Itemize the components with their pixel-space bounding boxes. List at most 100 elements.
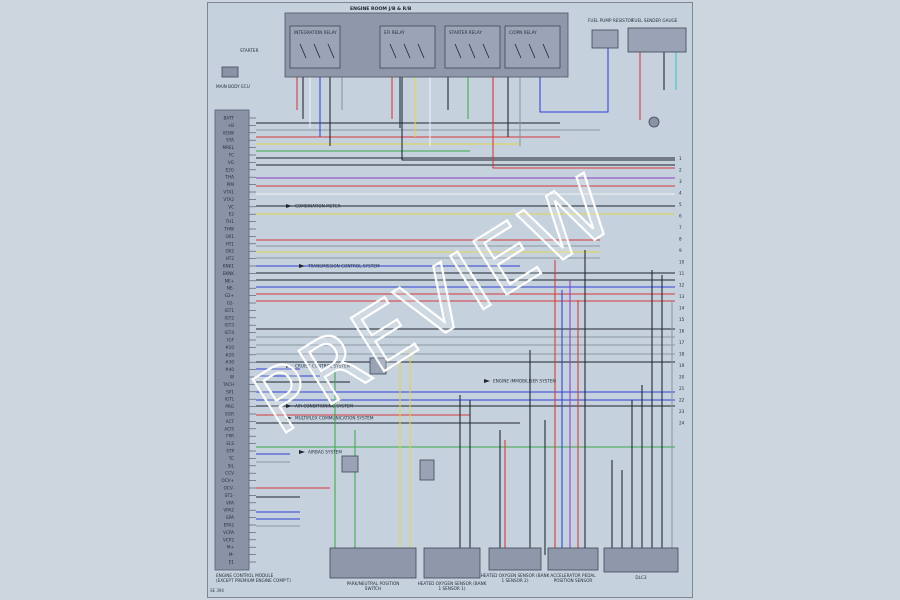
terminal-number: 1	[679, 156, 682, 161]
fuel-pump-label: FUEL PUMP RESISTOR	[588, 18, 634, 23]
ecm-pin-label: E2G	[225, 167, 234, 172]
bottom-component-label: HEATED OXYGEN SENSOR (BANK	[481, 573, 550, 578]
terminal-number: 16	[679, 329, 685, 334]
ecm-pin-label: KNK1	[223, 264, 235, 269]
ecm-pin-label: OCV+	[221, 478, 234, 483]
ecm-pin-label: VTA1	[223, 190, 234, 195]
ecm-pin-label: OX2	[225, 249, 234, 254]
ecm-pin-label: #10	[225, 345, 234, 350]
callout-label: TRANSMISSION CONTROL SYSTEM	[307, 263, 380, 268]
wire-layer	[249, 48, 677, 563]
relay-1	[379, 25, 436, 69]
main-body-label: MAIN BODY ECU	[216, 84, 250, 89]
terminal-number: 6	[679, 214, 682, 219]
ecm-pin-label: VC	[228, 204, 234, 209]
ecm-pin-label: IGF	[227, 338, 234, 343]
ecm-pin-label: TC	[228, 456, 234, 461]
ecm-pin-label: ACIS	[224, 426, 234, 431]
callout-arrow	[299, 264, 305, 268]
callout-arrow	[286, 364, 292, 368]
terminal-number: 24	[679, 421, 685, 426]
starter-label: STARTER	[240, 48, 259, 53]
component-layer	[214, 12, 687, 579]
ecm-pin-label: OX1	[225, 234, 234, 239]
ecm-pin-label: FPR	[226, 434, 234, 439]
stop-light-switch	[369, 357, 387, 375]
terminal-number: 17	[679, 340, 685, 345]
ecm-pin-label: IGTL	[225, 397, 235, 402]
page-reference: SE 394	[210, 588, 224, 593]
terminal-number: 3	[679, 179, 682, 184]
callout-label: MULTIPLEX COMMUNICATION SYSTEM	[295, 415, 374, 420]
callout-label: AIRBAG SYSTEM	[308, 449, 342, 454]
ecm-pin-label: OCV-	[224, 486, 235, 491]
callout-arrow	[286, 416, 292, 420]
terminal-number: 7	[679, 225, 682, 230]
relay-name: STARTER RELAY	[449, 30, 482, 35]
starter-relay-small	[341, 455, 359, 473]
ecm-pin-label: HT1	[226, 241, 235, 246]
bottom-component-label: ACCELERATOR PEDAL	[550, 573, 596, 578]
relay-contact	[389, 43, 397, 59]
bottom-component	[488, 547, 542, 571]
ecm-name: ENGINE CONTROL MODULE	[216, 573, 274, 578]
bottom-component-label: 1 SENSOR 1)	[439, 586, 466, 591]
relay-name: C/OPN RELAY	[509, 30, 537, 35]
terminal-number: 10	[679, 260, 685, 265]
terminal-number: 23	[679, 409, 685, 414]
relay-contact	[514, 43, 522, 59]
ecm-pin-label: SIL	[228, 463, 235, 468]
relay-2	[444, 25, 501, 69]
callout-label: AIR CONDITIONING SYSTEM	[295, 403, 353, 408]
ecm-pin-label: NE-	[227, 286, 235, 291]
ecm-connector	[214, 109, 250, 571]
ecm-pin-label: #20	[225, 352, 234, 357]
callout-label: COMBINATION METER	[295, 203, 341, 208]
fuel-sender-gauge	[627, 27, 687, 53]
ecm-pin-label: +B	[228, 123, 235, 128]
terminal-number: 2	[679, 168, 682, 173]
relay-contact	[482, 43, 490, 59]
relay-contact	[454, 43, 462, 59]
ecm-pin-label: IGSW	[223, 130, 234, 135]
terminal-number: 20	[679, 375, 685, 380]
terminal-number: 5	[679, 202, 682, 207]
ecm-pin-label: IGT2	[224, 315, 234, 320]
callout-label: ENGINE IMMOBILISER SYSTEM	[493, 378, 556, 383]
ecm-pin-label: EPA2	[224, 523, 235, 528]
ecm-name-sub: (EXCEPT PREMIUM ENGINE COMP'T)	[216, 578, 291, 583]
ecm-pin-label: VG	[228, 160, 234, 165]
terminal-number: 19	[679, 363, 685, 368]
ecm-pin-label: VPA	[226, 500, 234, 505]
relay-name: EFI RELAY	[384, 30, 405, 35]
ecm-pin-label: ACT	[226, 419, 235, 424]
ecm-pin-label: VCP2	[223, 537, 234, 542]
relay-contact	[313, 43, 321, 59]
ecm-pin-label: TH1	[225, 219, 235, 224]
bottom-component-label: DLC3	[635, 575, 646, 580]
ecm-pin-label: VPA2	[223, 508, 234, 513]
terminal-number: 15	[679, 317, 685, 322]
ecm-pin-label: THW	[223, 227, 234, 232]
ecm-pin-label: NE+	[225, 278, 235, 283]
ecm-pin-label: SP1	[226, 389, 234, 394]
bottom-component	[329, 547, 417, 579]
ecm-pin-label: VTA2	[223, 197, 234, 202]
terminal-number: 12	[679, 283, 685, 288]
bottom-component-label: SWITCH	[365, 586, 381, 591]
ecm-pin-label: G2+	[225, 293, 235, 298]
bottom-component-label: POSITION SENSOR	[554, 578, 593, 583]
ecm-pin-label: M+	[227, 545, 235, 550]
ecm-pin-label: E2	[229, 212, 235, 217]
starter-connector	[221, 66, 239, 78]
ecm-pin-label: VCPA	[223, 530, 234, 535]
fusebox-label: ENGINE ROOM J/B & R/B	[350, 6, 412, 12]
ecm-pin-label: M-	[229, 552, 235, 557]
ecm-pin-label: ST1-	[225, 493, 235, 498]
bottom-component-label: 1 SENSOR 2)	[502, 578, 529, 583]
callout-label: CRUISE CONTROL SYSTEM	[295, 363, 351, 368]
ecm-pin-label: HT2	[226, 256, 235, 261]
bottom-component	[423, 547, 481, 579]
ecm-pin-label: #30	[225, 360, 234, 365]
